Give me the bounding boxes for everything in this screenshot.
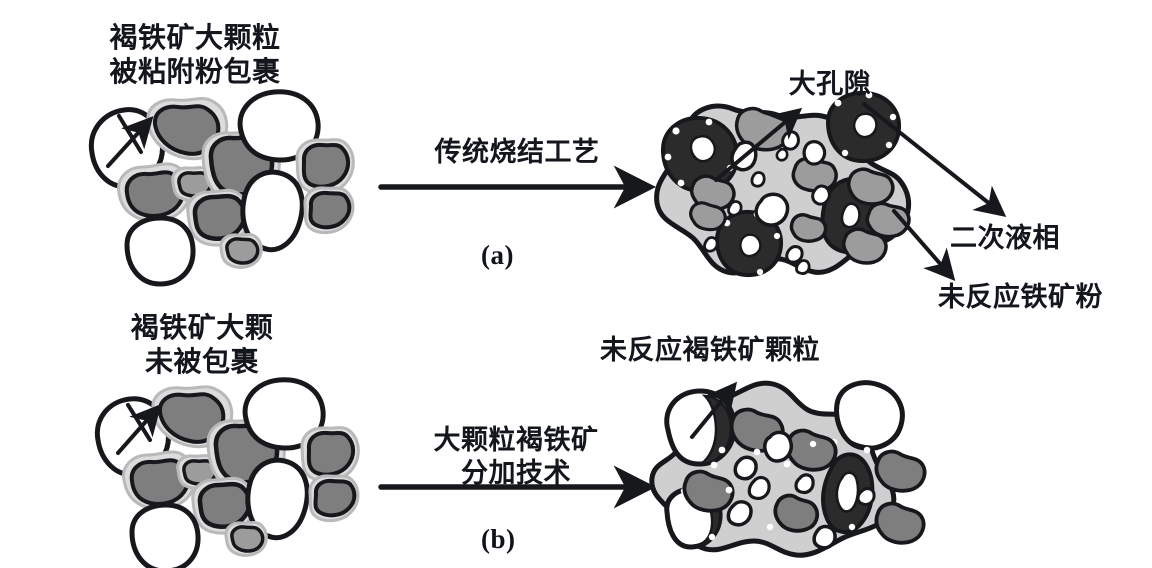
- annotation-secondary-liquid-phase: 二次液相: [950, 223, 1060, 253]
- particle-cluster-a-left: [88, 89, 355, 287]
- caption-process-arrow-b: 大颗粒褐铁矿 分加技术: [433, 425, 599, 488]
- leader-arrow-bottom-left: [116, 403, 162, 455]
- caption-top-left: 褐铁矿大颗粒 被粘附粉包裹: [109, 23, 281, 89]
- leader-arrow-unreacted-limonite: [690, 381, 738, 439]
- annotation-unreacted-limonite-particle: 未反应褐铁矿颗粒: [600, 335, 820, 365]
- leader-arrow-secondary-liquid: [862, 102, 1007, 217]
- panel-label-a: (a): [481, 240, 514, 270]
- caption-process-arrow-a: 传统烧结工艺: [434, 137, 600, 167]
- particle-cluster-b-left: [94, 377, 360, 568]
- leader-arrow-unreacted-powder: [892, 209, 956, 282]
- leader-arrow-top-left: [106, 114, 154, 168]
- sinter-body-a: [654, 90, 911, 278]
- leader-arrow-big-pore: [714, 107, 803, 182]
- annotation-big-pore: 大孔隙: [788, 69, 872, 99]
- caption-bottom-left: 褐铁矿大颗 未被包裹: [130, 313, 274, 379]
- panel-label-b: (b): [481, 524, 516, 554]
- sinter-body-b: [649, 380, 927, 558]
- annotation-unreacted-iron-ore-powder: 未反应铁矿粉: [938, 282, 1103, 312]
